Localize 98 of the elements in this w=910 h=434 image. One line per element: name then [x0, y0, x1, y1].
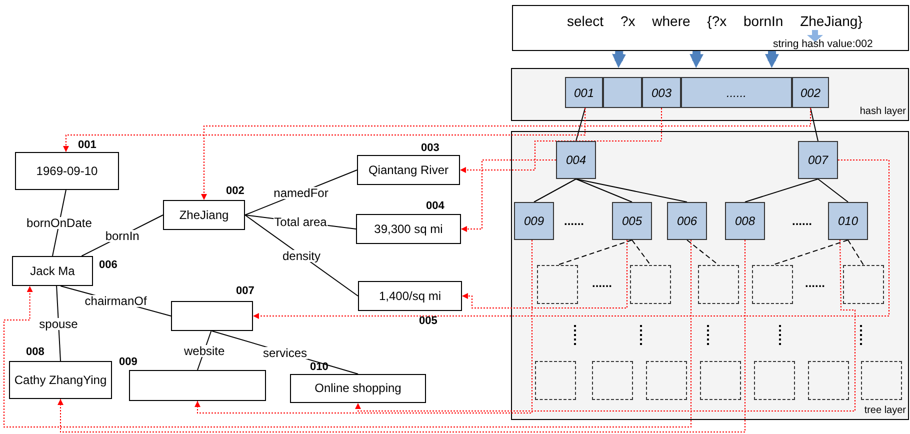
- tree-node: [514, 202, 554, 240]
- edge-label: services: [262, 346, 308, 358]
- placeholder-box: [861, 361, 902, 400]
- arrow: [194, 240, 532, 414]
- arrow: [460, 108, 662, 173]
- arrow: [58, 240, 746, 432]
- placeholder-box: [843, 265, 884, 304]
- placeholder-box: [754, 361, 795, 400]
- edge-label: density: [281, 250, 322, 262]
- edge-label: bornOnDate: [26, 217, 93, 229]
- arrow: [690, 50, 704, 68]
- id-number: 008: [26, 347, 44, 358]
- arrow: [612, 50, 626, 68]
- node-label: ......: [725, 84, 748, 102]
- id-number: 007: [236, 286, 254, 297]
- query-text: select ?x where {?x bornIn ZheJiang}: [567, 12, 862, 31]
- connector-line: [744, 178, 818, 202]
- ellipsis-text: ......: [564, 215, 584, 227]
- arrow: [201, 108, 811, 200]
- edge-label: chairmanOf: [84, 295, 148, 307]
- id-number: 002: [226, 186, 244, 197]
- connector-line: [686, 240, 719, 266]
- placeholder-box: [537, 265, 578, 304]
- tree-node: [725, 202, 765, 240]
- placeholder-box: [808, 361, 849, 400]
- node-label: 008: [734, 213, 756, 230]
- node-label: Cathy ZhangYing: [13, 372, 108, 388]
- node-label: 1,400/sq mi: [378, 288, 442, 304]
- connector-line: [534, 178, 576, 202]
- connector-line: [557, 240, 632, 266]
- id-number: 005: [419, 316, 438, 327]
- placeholder-box: [698, 265, 739, 304]
- connector-line: [632, 240, 651, 266]
- placeholder-box: [646, 361, 687, 400]
- arrow: [462, 240, 628, 308]
- placeholder-box: [535, 361, 576, 400]
- node-label: 002: [799, 84, 822, 102]
- id-number: 010: [310, 362, 328, 373]
- id-number: 004: [426, 201, 444, 212]
- arrow: [62, 108, 586, 152]
- hash-cell: [681, 77, 792, 108]
- tree-node: [612, 202, 652, 240]
- node-label: ZheJiang: [178, 208, 230, 222]
- node-label: Qiantang River: [367, 162, 450, 178]
- hash-cell: [792, 77, 829, 108]
- layer-panel: [511, 68, 909, 121]
- layer-panel: [511, 131, 909, 420]
- hash-cell: [565, 77, 603, 108]
- id-number: 009: [119, 357, 138, 368]
- arrow: [764, 50, 779, 68]
- node-label: Online shopping: [314, 381, 402, 396]
- edge-label: website: [182, 344, 226, 356]
- tree-node: [798, 141, 838, 179]
- placeholder-box: [630, 265, 671, 304]
- ellipsis-text: ......: [792, 215, 812, 227]
- connector-line: [576, 108, 586, 142]
- node-label: 003: [650, 84, 673, 102]
- edge-label: namedFor: [272, 186, 330, 198]
- arrow: [252, 160, 890, 319]
- connector-line: [576, 178, 688, 202]
- layer-label: hash layer: [860, 105, 906, 119]
- node-label: Jack Ma: [29, 264, 76, 278]
- hash-cell: [603, 77, 642, 108]
- tree-node: [667, 202, 707, 240]
- node-label: 39,300 sq mi: [373, 222, 444, 236]
- query-box: [512, 5, 909, 51]
- connector-line: [772, 240, 848, 266]
- node-label: 005: [620, 213, 644, 230]
- edge-label: bornIn: [104, 230, 140, 242]
- node-label: 1969-09-10: [35, 164, 99, 178]
- arrow: [4, 240, 692, 428]
- id-number: 001: [78, 140, 96, 151]
- tree-node: [828, 202, 868, 240]
- tree-node: [556, 141, 596, 179]
- arrow: [460, 160, 556, 232]
- placeholder-box: [592, 361, 633, 400]
- node-label: 006: [676, 213, 698, 230]
- placeholder-box: [700, 361, 741, 400]
- node-label: 001: [572, 84, 596, 102]
- layer-label: tree layer: [864, 404, 906, 418]
- id-number: 006: [99, 260, 118, 271]
- ellipsis-text: ......: [592, 277, 612, 289]
- hash-cell: [642, 77, 681, 108]
- arrow: [355, 240, 856, 412]
- node-label: 004: [564, 152, 588, 169]
- node-label: 009: [522, 213, 546, 230]
- node-label: 010: [836, 213, 860, 230]
- placeholder-box: [752, 265, 793, 304]
- hash-value-note: string hash value:002: [773, 37, 873, 52]
- id-number: 003: [421, 143, 440, 154]
- connector-line: [848, 240, 864, 266]
- connector-line: [810, 108, 818, 142]
- node-label: 007: [806, 152, 830, 169]
- connector-line: [576, 178, 632, 202]
- ellipsis-text: ......: [805, 277, 826, 289]
- edge-label: spouse: [38, 318, 79, 330]
- connector-line: [818, 178, 848, 202]
- edge-label: Total area: [273, 216, 328, 228]
